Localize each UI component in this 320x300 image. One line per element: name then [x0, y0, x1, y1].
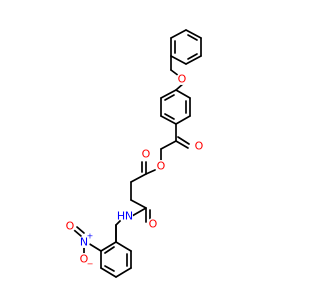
nitro-double-oxygen-label: O: [66, 220, 75, 233]
benzyl-phenyl-ring: [170, 29, 202, 65]
atom-nitro-single-oxygen: O −: [78, 253, 93, 269]
ketone-oxygen-label: O: [195, 140, 204, 153]
amide-oxygen-label: O: [149, 218, 158, 231]
atom-nitro-nitrogen: N +: [78, 232, 93, 249]
oxyphenyl-ring: [160, 89, 191, 125]
nitro-oxygen-charge: −: [87, 260, 94, 269]
atom-ester-oxygen: O: [155, 160, 167, 173]
ester-oxygen-label: O: [157, 160, 166, 173]
amide-carbon-nitrogen-bond: [131, 207, 147, 217]
atom-nitro-double-oxygen: O: [64, 220, 76, 233]
ketone-double-bond-b: [177, 136, 190, 145]
molecule-canvas: O O O O O H N N + O O −: [64, 29, 205, 278]
nitro-double-bond-a: [73, 229, 82, 237]
amide-hydrogen-label: H: [117, 210, 125, 223]
atom-ether-oxygen: O: [176, 73, 188, 86]
ketone-double-bond-a: [175, 140, 189, 149]
nitro-single-oxygen-label: O: [80, 253, 89, 266]
atom-ketone-oxygen: O: [193, 140, 205, 153]
chain-bond-3: [130, 199, 147, 209]
nitro-nitrogen-charge: +: [87, 232, 94, 241]
ester-carbonyl-oxygen-label: O: [142, 148, 151, 161]
atom-ester-carbonyl-oxygen: O: [140, 148, 152, 161]
nitro-nitrogen-label: N: [80, 236, 88, 249]
atom-amide-oxygen: O: [147, 218, 159, 231]
amide-nitrogen-label: N: [125, 210, 133, 223]
ketone-ch2-bond: [160, 140, 177, 150]
ether-oxygen-label: O: [178, 73, 187, 86]
molecule-structure: O O O O O H N N + O O −: [64, 29, 205, 278]
nitro-double-bond-b: [76, 226, 85, 234]
ring-nitro-bond: [87, 242, 102, 252]
ester-chain-bond: [130, 173, 147, 183]
atom-amide-nitrogen: H N: [117, 209, 133, 223]
ester-oxygen-carbon-bond: [145, 169, 156, 175]
